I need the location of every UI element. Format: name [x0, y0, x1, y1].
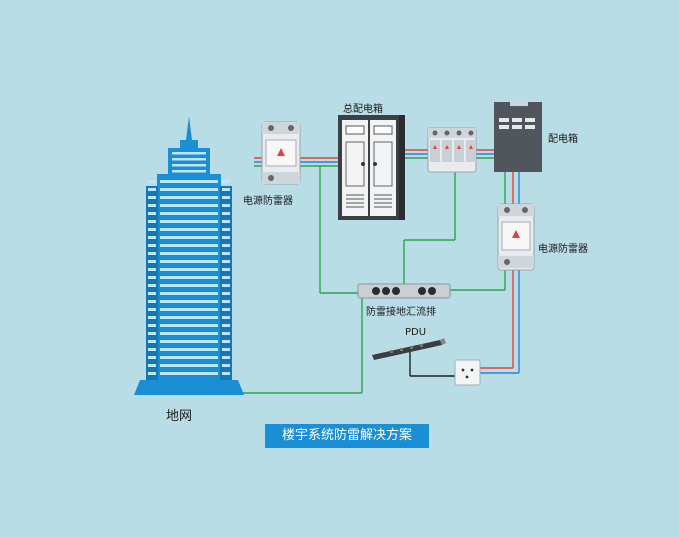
- building-window-stripe: [172, 170, 206, 173]
- building-window-stripe: [222, 196, 230, 199]
- building-window-stripe: [160, 252, 218, 255]
- building-window-stripe: [222, 324, 230, 327]
- building-window-stripe: [222, 308, 230, 311]
- building-window-stripe: [160, 196, 218, 199]
- building-window-stripe: [148, 276, 156, 279]
- building-window-stripe: [160, 292, 218, 295]
- spd-module-device: [427, 127, 477, 173]
- building-window-stripe: [148, 348, 156, 351]
- building-window-stripe: [172, 158, 206, 161]
- building-window-stripe: [148, 252, 156, 255]
- label-spd-left: 电源防雷器: [243, 196, 293, 207]
- building-window-stripe: [160, 364, 218, 367]
- building-window-stripe: [148, 324, 156, 327]
- building-window-stripe: [222, 252, 230, 255]
- building-window-stripe: [148, 308, 156, 311]
- building-window-stripe: [172, 152, 206, 155]
- label-distribution-box: 配电箱: [548, 134, 578, 145]
- building-window-stripe: [160, 348, 218, 351]
- building-window-stripe: [148, 220, 156, 223]
- building-window-stripe: [222, 332, 230, 335]
- building-window-stripe: [222, 260, 230, 263]
- building-window-stripe: [148, 212, 156, 215]
- building-window-stripe: [222, 372, 230, 375]
- building-window-stripe: [160, 276, 218, 279]
- label-pdu: PDU: [405, 327, 427, 338]
- building-window-stripe: [148, 244, 156, 247]
- building-window-stripe: [148, 228, 156, 231]
- building-window-stripe: [148, 364, 156, 367]
- building-window-stripe: [222, 276, 230, 279]
- building-window-stripe: [160, 340, 218, 343]
- building-window-stripe: [160, 212, 218, 215]
- building-window-stripe: [222, 340, 230, 343]
- building-window-stripe: [160, 300, 218, 303]
- building-window-stripe: [222, 220, 230, 223]
- building-window-stripe: [160, 268, 218, 271]
- building-window-stripe: [160, 228, 218, 231]
- pdu-device: [372, 338, 446, 360]
- building-window-stripe: [222, 300, 230, 303]
- building-window-stripe: [148, 332, 156, 335]
- building-window-stripe: [160, 332, 218, 335]
- building-window-stripe: [160, 324, 218, 327]
- building-window-stripe: [160, 372, 218, 375]
- building-window-stripe: [148, 284, 156, 287]
- building-window-stripe: [222, 236, 230, 239]
- building-window-stripe: [222, 188, 230, 191]
- building-window-stripe: [148, 188, 156, 191]
- building-window-stripe: [172, 164, 206, 167]
- building-window-stripe: [222, 364, 230, 367]
- building-window-stripe: [160, 180, 218, 183]
- building-window-stripe: [160, 244, 218, 247]
- building-window-stripe: [148, 180, 156, 183]
- building-window-stripe: [148, 372, 156, 375]
- building-window-stripe: [222, 204, 230, 207]
- label-spd-right: 电源防雷器: [538, 244, 588, 255]
- building-window-stripe: [148, 356, 156, 359]
- building-window-stripe: [148, 316, 156, 319]
- building-window-stripe: [222, 244, 230, 247]
- building-window-stripe: [222, 268, 230, 271]
- diagram-title: 楼宇系统防雷解决方案: [265, 424, 429, 448]
- label-main-cabinet: 总配电箱: [343, 104, 383, 115]
- building-window-stripe: [148, 300, 156, 303]
- building-window-stripe: [222, 212, 230, 215]
- building-window-stripe: [160, 308, 218, 311]
- building-window-stripe: [148, 204, 156, 207]
- building-window-stripe: [160, 316, 218, 319]
- label-ground-grid: 地网: [166, 409, 193, 424]
- building-window-stripe: [160, 188, 218, 191]
- building-window-stripe: [160, 220, 218, 223]
- distribution-box-device: [494, 102, 542, 172]
- building-window-stripe: [222, 356, 230, 359]
- building-window-stripe: [222, 348, 230, 351]
- spd-left-device: [261, 121, 301, 185]
- building-window-stripe: [160, 236, 218, 239]
- main-cabinet-device: [338, 115, 405, 220]
- building-window-stripe: [148, 340, 156, 343]
- building-window-stripe: [148, 236, 156, 239]
- building-window-stripe: [222, 228, 230, 231]
- building-window-stripe: [160, 260, 218, 263]
- wall-socket-device: [454, 359, 481, 386]
- building-icon: [134, 116, 244, 395]
- building-window-stripe: [222, 180, 230, 183]
- building-window-stripe: [148, 196, 156, 199]
- building-window-stripe: [160, 204, 218, 207]
- building-window-stripe: [160, 284, 218, 287]
- ground-bar-device: [357, 283, 451, 299]
- building-window-stripe: [148, 292, 156, 295]
- building-window-stripe: [160, 356, 218, 359]
- label-ground-bar: 防雷接地汇流排: [366, 307, 436, 318]
- building-window-stripe: [222, 284, 230, 287]
- building-window-stripe: [148, 268, 156, 271]
- spd-right-device: [497, 203, 535, 271]
- building-window-stripe: [222, 316, 230, 319]
- building-window-stripe: [222, 292, 230, 295]
- building-window-stripe: [148, 260, 156, 263]
